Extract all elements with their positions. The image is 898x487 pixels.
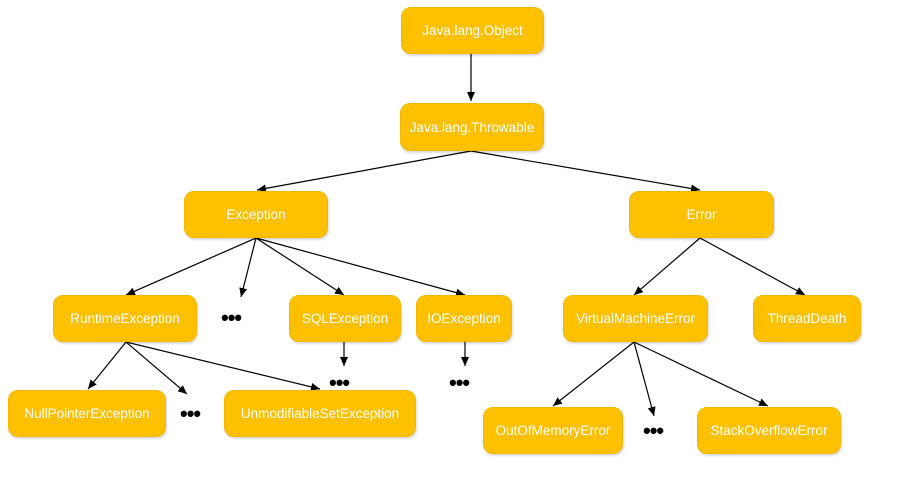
node-virtual-machine-error: VirtualMachineError (563, 295, 708, 342)
node-error: Error (629, 191, 774, 238)
node-unmodifiable-set-exception: UnmodifiableSetException (224, 390, 416, 437)
edge-runtime-npe (87, 341, 127, 390)
node-stack-overflow-error: StackOverflowError (697, 407, 841, 454)
edge-exception-sql (255, 237, 345, 296)
node-sql-exception: SQLException (289, 295, 401, 342)
ellipsis-runtime-children: ••• (180, 401, 201, 426)
edge-runtime-unmodifiable (125, 341, 321, 391)
node-out-of-memory-error: OutOfMemoryError (483, 407, 623, 454)
edge-throwable-exception (256, 150, 472, 193)
edge-exception-io (255, 237, 466, 297)
node-null-pointer-exception: NullPointerException (8, 390, 166, 437)
edge-vme-stackoverflow (633, 341, 769, 407)
ellipsis-sql-children: ••• (329, 370, 350, 395)
edge-exception-runtime (125, 237, 257, 296)
edge-runtime-dots (125, 341, 188, 395)
edge-throwable-error (470, 150, 701, 193)
edge-vme-dots (633, 341, 656, 417)
ellipsis-exception-children: ••• (221, 305, 242, 330)
edge-error-threaddeath (699, 237, 806, 296)
ellipsis-io-children: ••• (449, 370, 470, 395)
node-runtime-exception: RuntimeException (53, 295, 197, 342)
edge-exception-dots (239, 237, 257, 298)
node-java-lang-throwable: Java.lang.Throwable (400, 103, 544, 151)
node-exception: Exception (184, 191, 328, 238)
node-thread-death: ThreadDeath (753, 295, 861, 342)
node-io-exception: IOException (416, 295, 512, 342)
node-java-lang-object: Java.lang.Object (401, 7, 544, 54)
edge-error-vme (633, 237, 701, 296)
edge-vme-oom (552, 341, 635, 407)
ellipsis-vme-children: ••• (643, 418, 664, 443)
